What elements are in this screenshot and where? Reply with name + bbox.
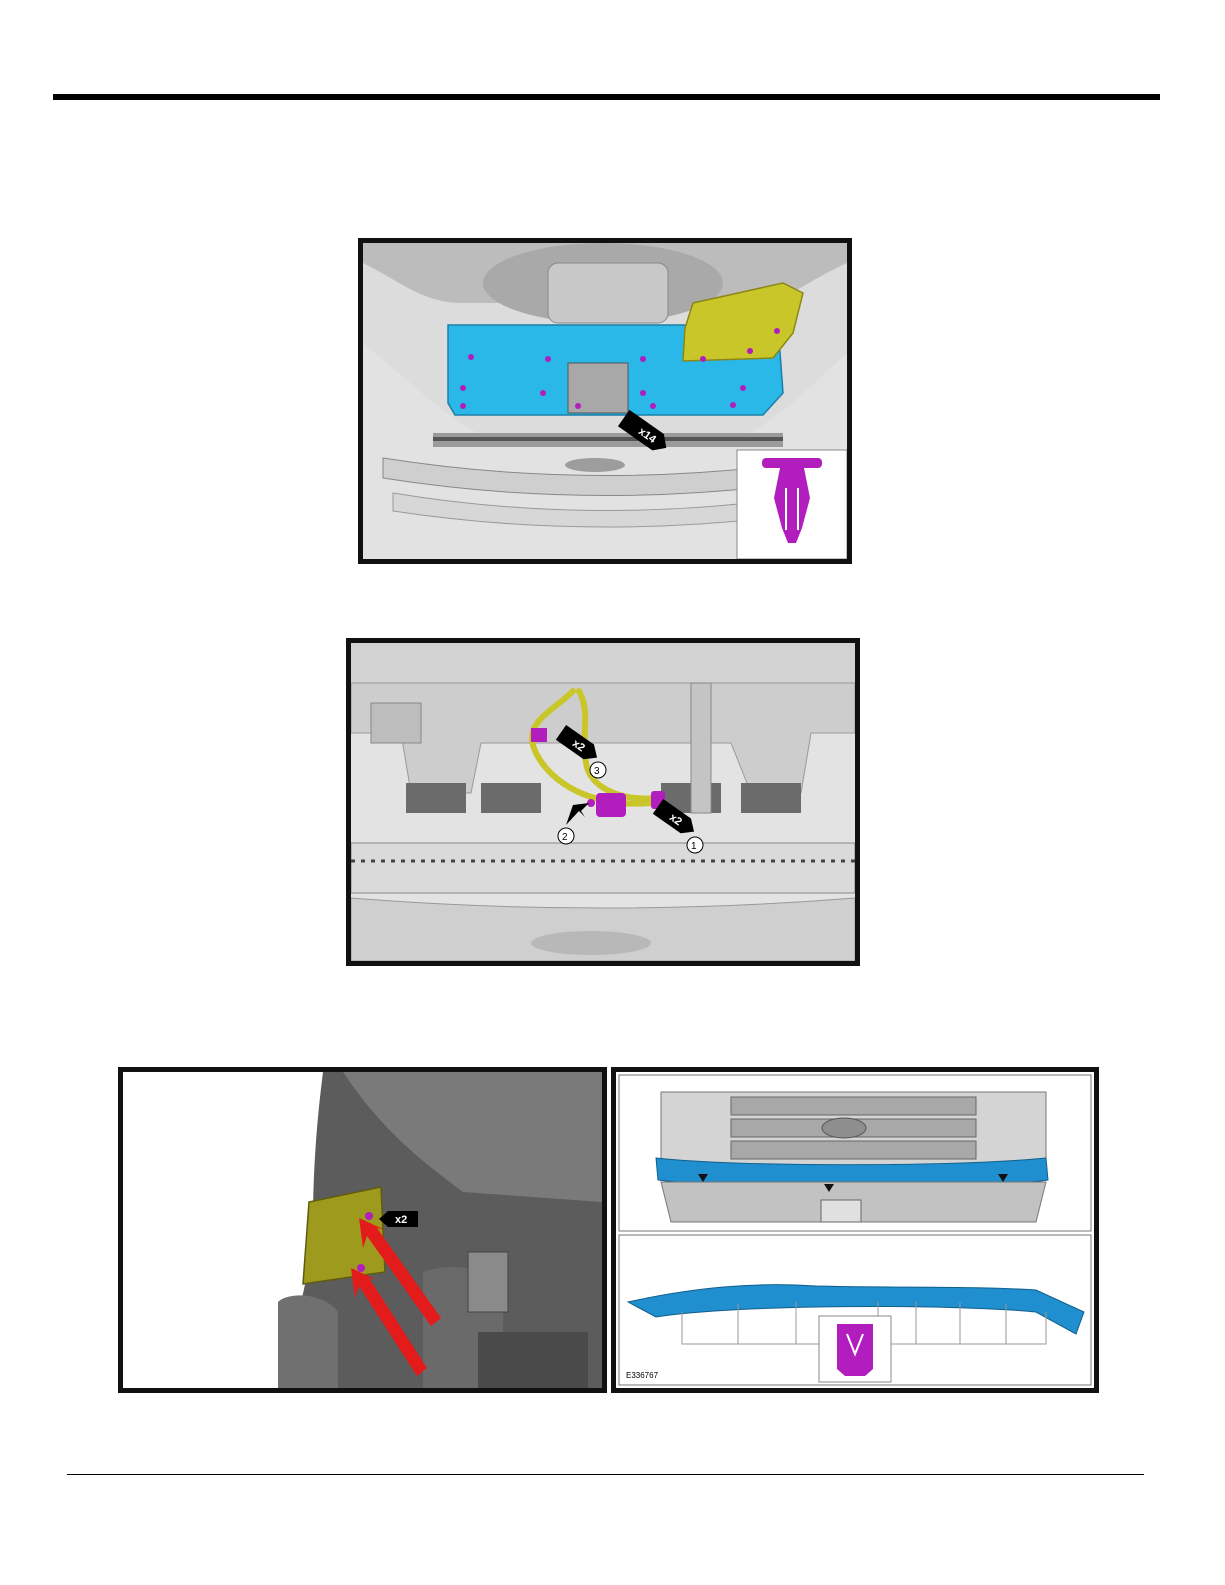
figure-radiator-shield: x14 <box>358 238 852 564</box>
figure-wheelhouse-bracket: x2 <box>118 1067 607 1393</box>
clip-icon <box>837 1324 873 1376</box>
footer-rule <box>67 1474 1144 1475</box>
valance-illustration <box>616 1072 1094 1388</box>
radiator-shield-illustration: x14 <box>363 243 847 559</box>
figure-harness-connectors: x2 x2 3 2 1 <box>346 638 860 966</box>
callout-1: 1 <box>691 841 697 852</box>
wheelhouse-illustration: x2 <box>123 1072 602 1388</box>
figure-bumper-valance: E336767 <box>611 1067 1099 1393</box>
x2-label: x2 <box>395 1214 407 1226</box>
harness-illustration: x2 x2 3 2 1 <box>351 643 855 961</box>
header-rule <box>53 94 1160 100</box>
callout-2: 2 <box>562 832 568 843</box>
figure-code: E336767 <box>626 1371 658 1380</box>
callout-3: 3 <box>594 766 600 777</box>
